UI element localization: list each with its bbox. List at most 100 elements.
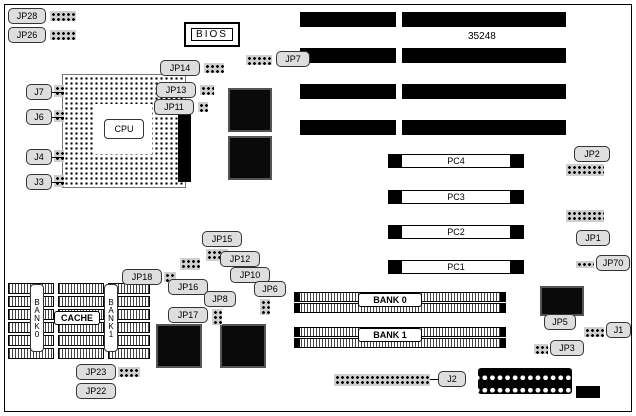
slot-pc1-label: PC1: [447, 262, 465, 272]
jp2-header: [566, 164, 604, 176]
connector-block: [576, 386, 600, 398]
j6-header: [54, 110, 64, 122]
isa-slot-notch: [396, 12, 402, 27]
slot-end: [389, 155, 402, 167]
part-number: 35248: [468, 31, 496, 42]
bios-chip: BIOS: [184, 22, 240, 47]
callout-line: [52, 182, 64, 183]
label-jp2: JP2: [574, 146, 610, 162]
simm-end: [295, 304, 300, 312]
cache-label: CACHE: [54, 311, 100, 325]
callout-line: [430, 379, 438, 380]
cpu-label: CPU: [104, 119, 144, 139]
dip-chip: [108, 348, 150, 359]
simm-end: [295, 293, 300, 301]
label-jp7: JP7: [276, 51, 310, 67]
jp11-header: [198, 102, 208, 112]
simm-end: [295, 339, 300, 347]
slot-end: [389, 226, 402, 238]
jp70-header: [576, 261, 594, 268]
j2-header: [334, 374, 430, 386]
label-jp3: JP3: [550, 340, 584, 356]
slot-pc3-label: PC3: [447, 192, 465, 202]
j3-header: [54, 175, 64, 187]
label-j6: J6: [26, 109, 52, 125]
qfp-chip: [156, 324, 202, 368]
isa-slot: [300, 84, 566, 99]
slot-pc3: PC3: [388, 190, 524, 204]
label-jp11: JP11: [154, 99, 194, 115]
jp6-header: [260, 299, 270, 315]
slot-end: [510, 261, 523, 273]
label-jp6: JP6: [254, 281, 286, 297]
qfp-chip: [228, 88, 272, 132]
slot-end: [389, 191, 402, 203]
slot-end: [510, 191, 523, 203]
label-jp70: JP70: [596, 255, 630, 271]
callout-line: [52, 92, 64, 93]
isa-slot-notch: [396, 48, 402, 63]
bank0-label: BANK 0: [358, 293, 422, 307]
jp8-header: [212, 309, 222, 325]
slot-pc2: PC2: [388, 225, 524, 239]
dip-chip: [58, 348, 104, 359]
label-jp8: JP8: [204, 291, 236, 307]
jp14-header: [204, 63, 224, 73]
qfp-chip: [228, 136, 272, 180]
simm-end: [295, 328, 300, 336]
label-j2: J2: [438, 371, 466, 387]
cache-bank1-label: BANK1: [104, 284, 118, 352]
jp3-header: [534, 344, 548, 354]
isa-slot: [300, 120, 566, 135]
label-j4: J4: [26, 149, 52, 165]
slot-end: [510, 155, 523, 167]
label-jp15: JP15: [202, 231, 242, 247]
label-jp23: JP23: [76, 364, 116, 380]
dip-chip: [58, 335, 104, 346]
slot-end: [389, 261, 402, 273]
jp18-header: [164, 272, 176, 282]
callout-line: [52, 157, 64, 158]
label-jp26: JP26: [8, 27, 46, 43]
slot-pc2-label: PC2: [447, 227, 465, 237]
simm-end: [500, 339, 505, 347]
label-jp18: JP18: [122, 269, 162, 285]
label-jp12: JP12: [220, 251, 260, 267]
power-connector: [478, 368, 572, 394]
label-jp17: JP17: [168, 307, 208, 323]
label-j1: J1: [606, 322, 631, 338]
jp28-header: [50, 11, 76, 21]
jp1-header: [566, 210, 604, 222]
isa-slot: [300, 48, 566, 63]
cache-bank0-label: BANK0: [30, 284, 44, 352]
label-j7: J7: [26, 84, 52, 100]
slot-end: [510, 226, 523, 238]
plcc-chip: [540, 286, 584, 316]
label-jp5: JP5: [544, 314, 576, 330]
callout-line: [52, 117, 64, 118]
label-jp10: JP10: [230, 267, 270, 283]
label-jp22: JP22: [76, 383, 116, 399]
slot-pc4: PC4: [388, 154, 524, 168]
j1-header: [584, 327, 604, 337]
vertical-component: [178, 112, 191, 182]
j4-header: [54, 150, 64, 162]
slot-pc4-label: PC4: [447, 156, 465, 166]
jp13-header: [200, 85, 214, 95]
isa-slot-notch: [396, 120, 402, 135]
simm-end: [500, 293, 505, 301]
dip-chip: [58, 296, 104, 307]
jp23-header: [118, 367, 140, 377]
isa-slot-notch: [396, 84, 402, 99]
board-outline: [4, 4, 632, 412]
slot-pc1: PC1: [388, 260, 524, 274]
jp16-header: [180, 258, 200, 270]
label-jp1: JP1: [576, 230, 610, 246]
label-j3: J3: [26, 174, 52, 190]
qfp-chip: [220, 324, 266, 368]
bank1-label: BANK 1: [358, 328, 422, 342]
bios-label: BIOS: [191, 28, 233, 41]
dip-chip: [58, 283, 104, 294]
label-jp14: JP14: [160, 60, 200, 76]
